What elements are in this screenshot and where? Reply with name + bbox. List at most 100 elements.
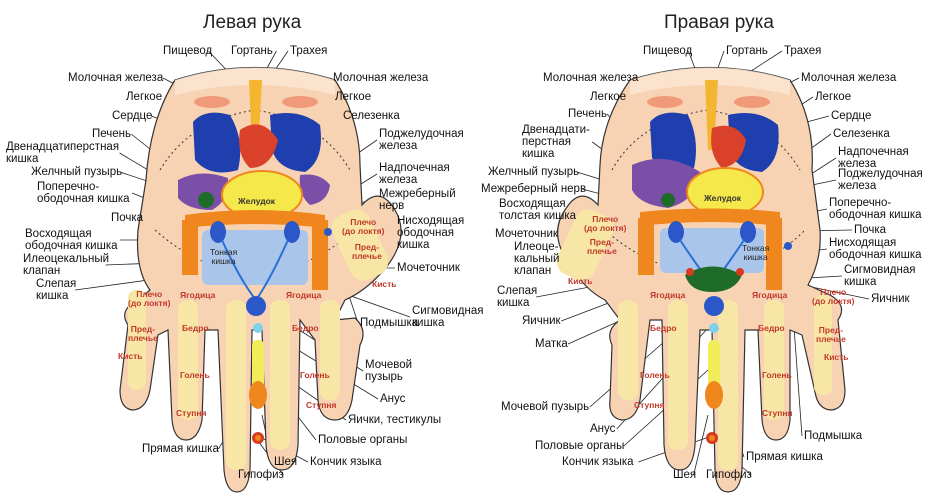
left-label-nishod: Нисходящая ободочная кишка [397, 215, 465, 251]
right-uterus [685, 266, 742, 292]
right-stomach-label: Желудок [704, 193, 742, 203]
right-label-pechen: Печень [568, 108, 608, 120]
right-label-nishod: Нисходящая ободочная кишка [829, 237, 922, 261]
left-lung-right [270, 112, 321, 172]
left-bladder [246, 296, 266, 316]
right-buttock-label-2: Ягодица [752, 290, 788, 300]
left-spleen [299, 174, 330, 205]
right-foot-label-2: Ступня [762, 408, 793, 418]
left-label-podmyshka: Подмышка [360, 317, 419, 329]
left-label-poper: Поперечно- ободочная кишка [37, 181, 130, 205]
right-finger-hand-label: Кисть [824, 352, 849, 362]
left-label-zhelch: Желчный пузырь [31, 166, 123, 178]
right-label-gortan: Гортань [726, 45, 768, 57]
left-kidney-left [210, 221, 226, 243]
left-label-anus: Анус [380, 393, 406, 405]
left-pituitary [255, 435, 261, 441]
right-descending-colon [766, 218, 782, 290]
left-label-pechen: Печень [92, 128, 132, 140]
left-hand-title: Левая рука [203, 12, 302, 33]
left-lung-left [193, 112, 241, 173]
right-label-podmyshka: Подмышка [804, 430, 863, 442]
left-kidney-right [284, 221, 300, 243]
left-stomach-label: Желудок [238, 196, 276, 206]
left-finger-bone [320, 300, 340, 400]
right-label-zhelch: Желчный пузырь [488, 166, 580, 178]
left-thigh-label-2: Бедро [292, 323, 319, 333]
left-foot-label-2: Ступня [306, 400, 337, 410]
right-label-mol_r: Молочная железа [801, 72, 897, 84]
right-hand [556, 66, 846, 493]
left-rectum [249, 381, 267, 409]
right-finger-bone [718, 300, 738, 470]
left-shin-label: Голень [180, 370, 210, 380]
left-finger-hand-label: Кисть [118, 351, 143, 361]
left-label-legkoe_l: Легкое [126, 91, 163, 103]
right-lung-left [650, 112, 696, 171]
right-label-legkoe_l: Легкое [590, 91, 627, 103]
left-label-mol_r: Молочная железа [333, 72, 429, 84]
left-finger-bone [270, 300, 290, 450]
right-label-pishchevod: Пищевод [643, 45, 693, 57]
right-forearm-label: Пред- плечье [587, 237, 617, 256]
right-label-yaichnik_l: Яичник [522, 315, 561, 327]
left-finger-bone [226, 300, 246, 470]
left-heart [239, 124, 278, 168]
right-kidney-left [668, 221, 684, 243]
left-breast-right [282, 96, 318, 108]
right-label-pochka: Почка [854, 224, 887, 236]
left-label-nadpoch: Надпочечная железа [379, 162, 450, 186]
left-label-mezhreb: Межреберный нерв [379, 188, 456, 212]
left-thumb-bone [331, 209, 389, 281]
left-shin-label-2: Голень [300, 370, 330, 380]
right-breast-right [734, 96, 770, 108]
right-label-ileo: Илеоце- кальный клапан [514, 241, 560, 277]
right-heart [711, 125, 746, 168]
right-pituitary [709, 435, 715, 441]
left-buttock-label-2: Ягодица [286, 290, 322, 300]
left-label-traheya: Трахея [290, 45, 328, 57]
left-label-podzhel: Поджелудочная железа [379, 128, 464, 152]
left-label-polovye: Половые органы [318, 434, 408, 446]
right-label-anus: Анус [590, 423, 616, 435]
left-shoulder-label: Плечо (до локтя) [342, 217, 385, 236]
left-label-sigm: Сигмовидная кишка [412, 305, 484, 329]
right-thigh-label-2: Бедро [758, 323, 785, 333]
left-label-dpk: Двенадцатиперстная кишка [6, 141, 120, 165]
left-finger-bone [178, 300, 198, 420]
right-label-mol_l: Молочная железа [543, 72, 639, 84]
left-label-pryamaya: Прямая кишка [142, 443, 219, 455]
left-label-yaichki: Яички, тестикулы [348, 414, 442, 426]
left-ureter [221, 239, 289, 301]
right-small-intestine [660, 228, 764, 273]
right-label-dpk: Двенадцати- перстная кишка [522, 124, 590, 160]
left-gallbladder [198, 192, 214, 208]
right-label-serdce: Сердце [831, 110, 872, 122]
right-label-slepaya: Слепая кишка [497, 285, 538, 309]
right-ascending-colon [638, 218, 654, 275]
right-ovary-left [686, 268, 694, 276]
right-label-legkoe_r: Легкое [815, 91, 852, 103]
left-axilla [324, 228, 332, 236]
right-thigh-label: Бедро [650, 323, 677, 333]
left-buttock-label: Ягодица [180, 290, 216, 300]
right-finger-bone [668, 300, 688, 450]
right-label-matka: Матка [535, 338, 568, 350]
left-finger-forearm-label: Пред- плечье [128, 324, 158, 343]
left-label-legkoe_r: Легкое [335, 91, 372, 103]
right-finger-bone [618, 300, 638, 400]
right-label-mochetoch: Мочеточник [495, 228, 558, 240]
right-foot-label: Ступня [634, 400, 665, 410]
right-hand-part-label: Кисть [568, 276, 593, 286]
right-label-selezenka: Селезенка [833, 128, 890, 140]
left-label-pochka: Почка [111, 212, 144, 224]
left-hand [119, 66, 402, 493]
left-foot-label: Ступня [176, 408, 207, 418]
left-label-slepaya: Слепая кишка [36, 278, 77, 302]
right-ovary-right [736, 268, 744, 276]
left-label-ileo: Илеоцекальный клапан [23, 253, 110, 277]
right-label-polovye: Половые органы [535, 440, 625, 452]
right-lung-right [728, 112, 779, 172]
right-finger-forearm-label: Пред- плечье [816, 325, 846, 344]
